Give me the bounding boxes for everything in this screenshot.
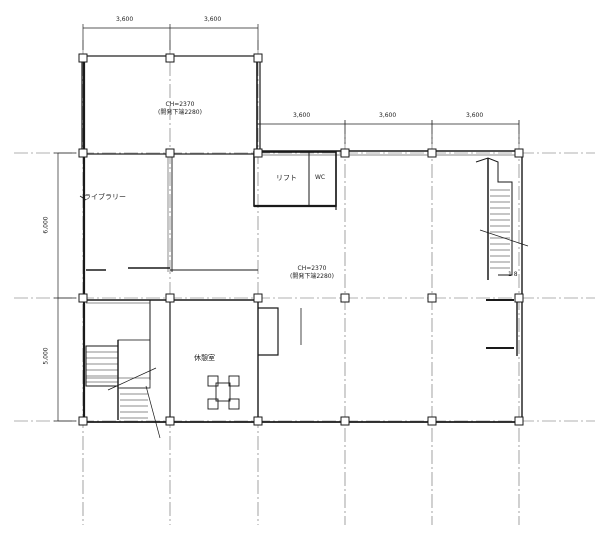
columns [78, 53, 524, 426]
ceiling-note-upper-line1: CH=2370 [165, 101, 195, 108]
stair-mark: 1 8 [508, 271, 518, 278]
dimension-top-span-2: 3,600 [204, 16, 222, 23]
lift-wc-block [253, 151, 337, 210]
dimension-left-span-upper: 6,000 [42, 216, 50, 234]
ceiling-note-center-line1: CH=2370 [297, 265, 327, 272]
room-label-wc: WC [315, 174, 326, 181]
ceiling-note-upper-line2: (開発下端2280) [158, 108, 202, 116]
ceiling-note-center-line2: (開発下端2280) [290, 272, 334, 280]
dimension-top-span-1: 3,600 [116, 16, 134, 23]
dimension-mid-span-2: 3,600 [379, 112, 397, 119]
dimension-mid-span-3: 3,600 [466, 112, 484, 119]
partition-ticks [79, 195, 302, 345]
room-label-lounge: 休憩室 [194, 354, 215, 362]
dimension-lines [54, 24, 520, 422]
dimension-mid-span-1: 3,600 [293, 112, 311, 119]
dimension-left-span-lower: 5,000 [42, 347, 50, 365]
room-label-library: ライブラリー [84, 193, 126, 201]
left-stair [85, 339, 161, 439]
lounge-furniture [207, 375, 240, 410]
ceiling-note-upper: CH=2370 (開発下端2280) [140, 101, 220, 116]
right-stair [475, 157, 529, 356]
room-label-lift: リフト [276, 174, 297, 182]
ceiling-note-center: CH=2370 (開発下端2280) [272, 265, 352, 280]
